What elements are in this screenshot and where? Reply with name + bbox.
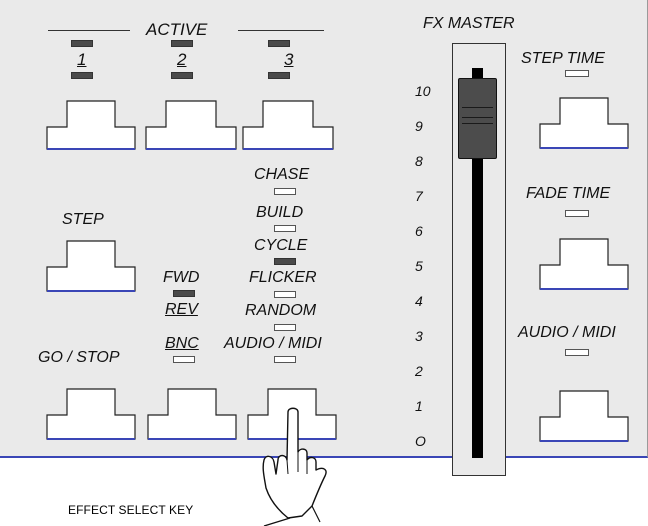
control-panel xyxy=(0,0,648,458)
effect-flicker-led xyxy=(274,291,296,298)
scale-tick: 8 xyxy=(415,153,423,169)
effect-chase-led xyxy=(274,188,296,195)
scale-tick: 3 xyxy=(415,328,423,344)
scale-tick: O xyxy=(415,433,426,449)
active-3-key[interactable] xyxy=(242,100,334,150)
audio-midi-right-led xyxy=(565,349,589,356)
effect-build-label: BUILD xyxy=(256,204,304,221)
fx-master-slider-track[interactable] xyxy=(472,68,483,458)
fx-master-label: FX MASTER xyxy=(423,15,515,32)
direction-key[interactable] xyxy=(147,388,237,440)
go-stop-label: GO / STOP xyxy=(38,349,120,366)
active-2-key[interactable] xyxy=(145,100,237,150)
direction-bnc-label: BNC xyxy=(165,335,199,352)
active-rule-right xyxy=(238,30,324,31)
direction-fwd-led xyxy=(173,290,195,297)
step-key[interactable] xyxy=(46,240,136,292)
scale-tick: 5 xyxy=(415,258,423,274)
active-3-led-top xyxy=(268,40,290,47)
pointing-hand-icon xyxy=(262,407,327,526)
active-2-label: 2 xyxy=(177,50,187,69)
effect-audio-midi-led xyxy=(274,356,296,363)
scale-tick: 9 xyxy=(415,118,423,134)
effect-cycle-label: CYCLE xyxy=(254,237,308,254)
scale-tick: 2 xyxy=(415,363,423,379)
direction-rev-label: REV xyxy=(165,301,198,318)
effect-flicker-label: FLICKER xyxy=(249,269,317,286)
audio-midi-right-key[interactable] xyxy=(539,390,629,442)
scale-tick: 1 xyxy=(415,398,423,414)
direction-fwd-label: FWD xyxy=(163,269,200,286)
fade-time-key[interactable] xyxy=(539,238,629,290)
step-time-label: STEP TIME xyxy=(521,50,605,67)
effect-cycle-led xyxy=(274,258,296,265)
active-label: ACTIVE xyxy=(146,20,208,39)
active-1-led-top xyxy=(71,40,93,47)
scale-tick: 6 xyxy=(415,223,423,239)
fx-master-slider-knob[interactable] xyxy=(458,78,497,159)
active-1-led-bottom xyxy=(71,72,93,79)
active-2-led-bottom xyxy=(171,72,193,79)
scale-tick: 4 xyxy=(415,293,423,309)
scale-tick: 7 xyxy=(415,188,423,204)
step-time-key[interactable] xyxy=(539,97,629,149)
effect-select-key-caption: EFFECT SELECT KEY xyxy=(68,503,194,517)
go-stop-key[interactable] xyxy=(46,388,136,440)
effect-build-led xyxy=(274,225,296,232)
active-1-key[interactable] xyxy=(46,100,136,150)
active-1-label: 1 xyxy=(77,50,87,69)
active-3-label: 3 xyxy=(284,50,294,69)
step-time-led xyxy=(565,70,589,77)
effect-random-label: RANDOM xyxy=(245,302,317,319)
active-rule-left xyxy=(48,30,130,31)
active-2-led-top xyxy=(171,40,193,47)
direction-bnc-led xyxy=(173,356,195,363)
active-3-led-bottom xyxy=(268,72,290,79)
fade-time-led xyxy=(565,210,589,217)
fade-time-label: FADE TIME xyxy=(526,185,611,202)
audio-midi-right-label: AUDIO / MIDI xyxy=(518,324,616,341)
effect-chase-label: CHASE xyxy=(254,166,310,183)
scale-tick: 10 xyxy=(415,83,431,99)
effect-random-led xyxy=(274,324,296,331)
effect-audio-midi-label: AUDIO / MIDI xyxy=(224,335,322,352)
step-label: STEP xyxy=(62,211,104,228)
